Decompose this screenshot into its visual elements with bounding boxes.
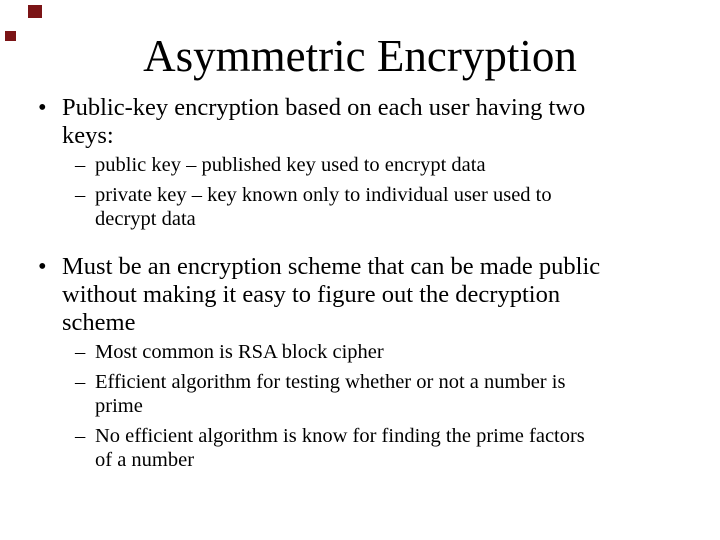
sub-text: Efficient algorithm for testing whether … [95,370,565,418]
dash-marker: – [75,425,86,448]
bullet-line: Must be an encryption scheme that can be… [62,253,601,281]
bullet-line: Public-key encryption based on each user… [62,94,586,122]
sub-list-2: – Most common is RSA block cipher – Effi… [0,340,720,472]
sub-item: – Efficient algorithm for testing whethe… [0,370,720,418]
bullet-marker: • [38,253,47,281]
dash-marker: – [75,184,86,207]
bullet-item-1: • Public-key encryption based on each us… [0,94,720,150]
bullet-marker: • [38,94,47,122]
sub-line: prime [95,395,143,418]
sub-line: public key – published key used to encry… [95,154,486,177]
sub-text: No efficient algorithm is know for findi… [95,424,585,472]
corner-marker-2 [5,31,16,41]
sub-line: Efficient algorithm for testing whether … [95,371,566,394]
slide-body: • Public-key encryption based on each us… [0,94,720,472]
sub-text: private key – key known only to individu… [95,183,552,231]
sub-item: – private key – key known only to indivi… [0,183,720,231]
corner-marker-1 [28,5,42,18]
sub-item: – public key – published key used to enc… [0,153,720,177]
sub-text: public key – published key used to encry… [95,153,486,177]
sub-line: decrypt data [95,208,196,231]
bullet-item-2: • Must be an encryption scheme that can … [0,253,720,337]
sub-text: Most common is RSA block cipher [95,340,384,364]
sub-item: – Most common is RSA block cipher [0,340,720,364]
bullet-line: keys: [62,122,114,150]
sub-line: Most common is RSA block cipher [95,341,384,364]
dash-marker: – [75,154,86,177]
bullet-text: Public-key encryption based on each user… [62,94,585,150]
sub-line: No efficient algorithm is know for findi… [95,425,585,448]
sub-line: private key – key known only to individu… [95,184,552,207]
sub-line: of a number [95,449,195,472]
bullet-text: Must be an encryption scheme that can be… [62,253,600,337]
bullet-line: scheme [62,309,136,337]
sub-item: – No efficient algorithm is know for fin… [0,424,720,472]
bullet-line: without making it easy to figure out the… [62,281,561,309]
sub-list-1: – public key – published key used to enc… [0,153,720,231]
dash-marker: – [75,341,86,364]
dash-marker: – [75,371,86,394]
slide-title: Asymmetric Encryption [143,31,577,81]
